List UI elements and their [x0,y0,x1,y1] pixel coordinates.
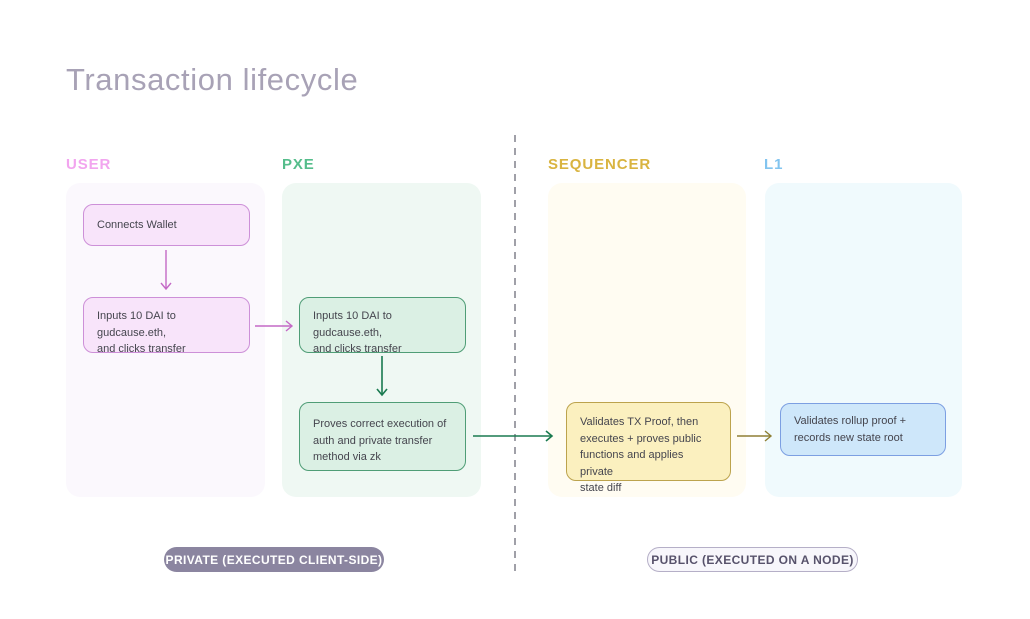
arrow-pxe-to-sequencer-icon [473,428,557,444]
private-badge: PRIVATE (EXECUTED CLIENT-SIDE) [164,547,384,572]
node-l1-validates-rollup: Validates rollup proof + records new sta… [780,403,946,456]
arrow-connects-to-inputs-icon [158,250,174,294]
node-sequencer-validates-tx: Validates TX Proof, then executes + prov… [566,402,731,494]
private-public-divider [513,135,517,573]
arrow-sequencer-to-l1-icon [737,428,775,444]
node-user-inputs-dai: Inputs 10 DAI to gudcause.eth, and click… [83,297,250,355]
lane-header-pxe: PXE [282,156,315,173]
lane-header-l1: L1 [764,156,784,173]
lane-header-user: USER [66,156,112,173]
page-title: Transaction lifecycle [66,62,359,97]
public-badge: PUBLIC (EXECUTED ON A NODE) [647,547,858,572]
node-user-connects-wallet: Connects Wallet [83,204,250,246]
arrow-pxe-inputs-to-proves-icon [374,356,390,400]
node-pxe-proves-execution: Proves correct execution of auth and pri… [299,402,466,471]
node-pxe-inputs-dai: Inputs 10 DAI to gudcause.eth, and click… [299,297,466,355]
arrow-user-to-pxe-icon [255,318,297,334]
lane-header-sequencer: SEQUENCER [548,156,652,173]
